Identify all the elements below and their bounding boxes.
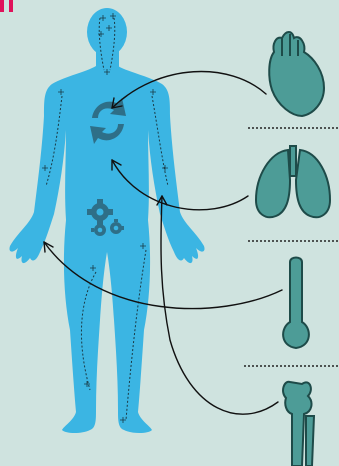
corner-mark	[0, 0, 13, 12]
heart-icon	[269, 32, 324, 116]
lungs-icon	[256, 146, 330, 217]
bone-joint-icon	[283, 382, 314, 466]
thermometer-icon	[283, 258, 309, 349]
